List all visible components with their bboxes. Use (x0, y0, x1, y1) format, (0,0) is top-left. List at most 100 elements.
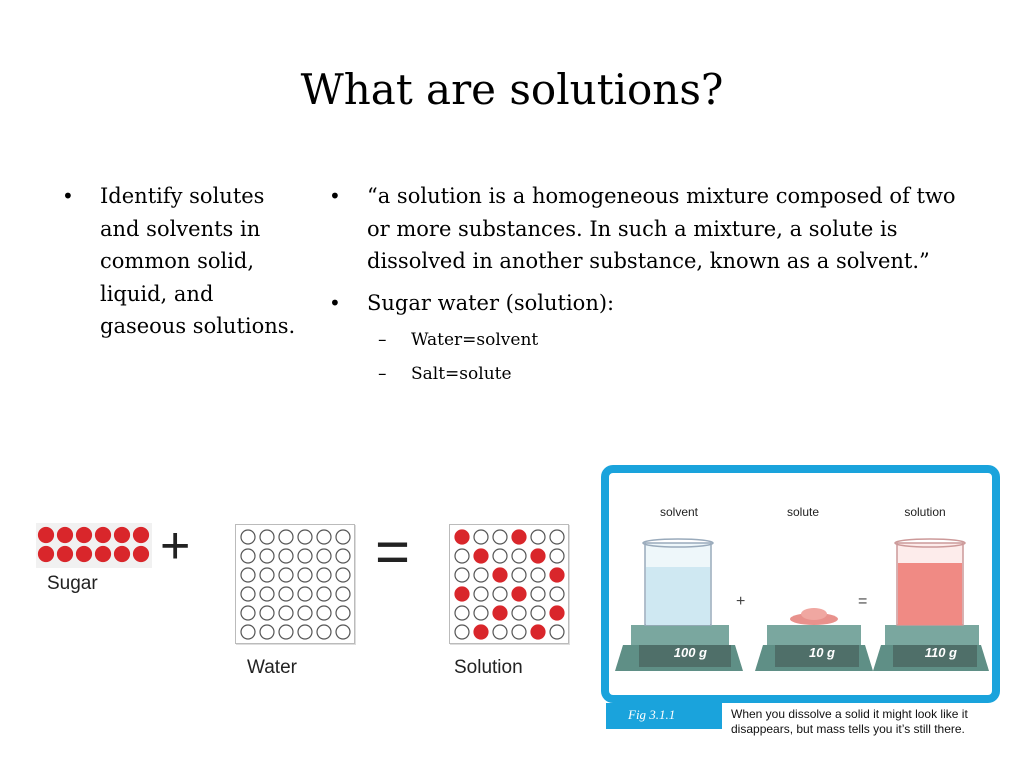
water-particle (259, 548, 275, 564)
sub-bullet-water: – Water=solvent (378, 327, 538, 353)
water-particle (316, 548, 332, 564)
scale-left (615, 625, 743, 671)
water-particle (492, 548, 508, 564)
plus-sign: + (160, 517, 191, 575)
solvent-beaker (642, 538, 714, 626)
water-particle (316, 529, 332, 545)
sugar-particle (473, 624, 489, 640)
solution-label: Solution (454, 657, 523, 678)
water-particle (259, 624, 275, 640)
sugar-particle (75, 526, 93, 544)
definition-text: “a solution is a homogeneous mixture com… (367, 184, 956, 273)
figure-plus: + (736, 593, 746, 610)
water-particle (240, 586, 256, 602)
water-particle (297, 529, 313, 545)
sugar-particle (94, 526, 112, 544)
water-particle (278, 529, 294, 545)
water-particle (511, 605, 527, 621)
sugar-particle (549, 567, 565, 583)
sugar-particle (492, 605, 508, 621)
bullet-dot: • (62, 184, 74, 208)
water-particle (530, 529, 546, 545)
sugar-dots (37, 526, 150, 563)
solute-pile (790, 608, 838, 625)
reading-solvent: 100 g (673, 645, 707, 660)
water-particle (259, 586, 275, 602)
solution-grid (449, 524, 569, 644)
sugar-particle (549, 605, 565, 621)
equals-sign: = (375, 518, 411, 585)
water-particle (473, 586, 489, 602)
sugar-particle (113, 526, 131, 544)
water-particle (511, 624, 527, 640)
sugar-particle (530, 548, 546, 564)
water-particle (240, 567, 256, 583)
water-particle (297, 548, 313, 564)
water-particle (473, 529, 489, 545)
sugar-water-bullet: • Sugar water (solution): (329, 287, 615, 320)
water-particle (335, 529, 351, 545)
sugar-particle (473, 548, 489, 564)
sugar-particle (511, 586, 527, 602)
water-particle (335, 548, 351, 564)
sugar-particle (75, 545, 93, 563)
sugar-particle (454, 529, 470, 545)
water-particle (454, 567, 470, 583)
left-bullet: • Identify solutes and solvents in commo… (62, 180, 300, 343)
figure-number: Fig 3.1.1 (628, 707, 676, 722)
water-particle (278, 567, 294, 583)
water-particle (335, 605, 351, 621)
scales-illustration (615, 538, 989, 671)
water-particle (259, 567, 275, 583)
water-particle (492, 529, 508, 545)
water-particle (240, 529, 256, 545)
water-particle (240, 624, 256, 640)
slide-title: What are solutions? (300, 65, 724, 114)
water-particle (492, 624, 508, 640)
label-solvent: solvent (659, 505, 699, 519)
sugar-particle (132, 545, 150, 563)
water-particle (454, 548, 470, 564)
water-particle (316, 567, 332, 583)
sugar-particle (530, 624, 546, 640)
water-particle (297, 586, 313, 602)
water-particles (240, 529, 351, 640)
sugar-water-text: Sugar water (solution): (367, 291, 615, 315)
water-particle (549, 624, 565, 640)
solution-beaker (894, 538, 966, 626)
dash-marker: – (378, 330, 387, 350)
dash-marker: – (378, 364, 387, 384)
water-particle (278, 605, 294, 621)
water-particle (297, 567, 313, 583)
sugar-particle (132, 526, 150, 544)
left-bullet-text: Identify solutes and solvents in common … (100, 184, 296, 338)
water-particle (297, 624, 313, 640)
water-particle (259, 605, 275, 621)
sugar-particle (492, 567, 508, 583)
sugar-particle (511, 529, 527, 545)
sub-bullet-salt-text: Salt=solute (411, 364, 512, 384)
water-particle (240, 548, 256, 564)
sugar-particle (94, 545, 112, 563)
water-particle (511, 567, 527, 583)
water-particle (297, 605, 313, 621)
water-particle (278, 624, 294, 640)
sugar-particles (36, 523, 152, 568)
water-particle (511, 548, 527, 564)
figure-number-bar (606, 703, 722, 729)
water-particle (454, 605, 470, 621)
water-particle (530, 586, 546, 602)
reading-solution: 110 g (924, 645, 957, 660)
sub-bullet-salt: – Salt=solute (378, 361, 512, 387)
water-particle (473, 567, 489, 583)
sugar-particle (37, 545, 55, 563)
water-particle (549, 548, 565, 564)
reading-solute: 10 g (808, 645, 835, 660)
water-particle (278, 586, 294, 602)
sugar-particle (113, 545, 131, 563)
water-particle (335, 624, 351, 640)
water-particle (335, 586, 351, 602)
water-particle (316, 605, 332, 621)
figure-panel (601, 465, 1000, 703)
water-particle (316, 586, 332, 602)
